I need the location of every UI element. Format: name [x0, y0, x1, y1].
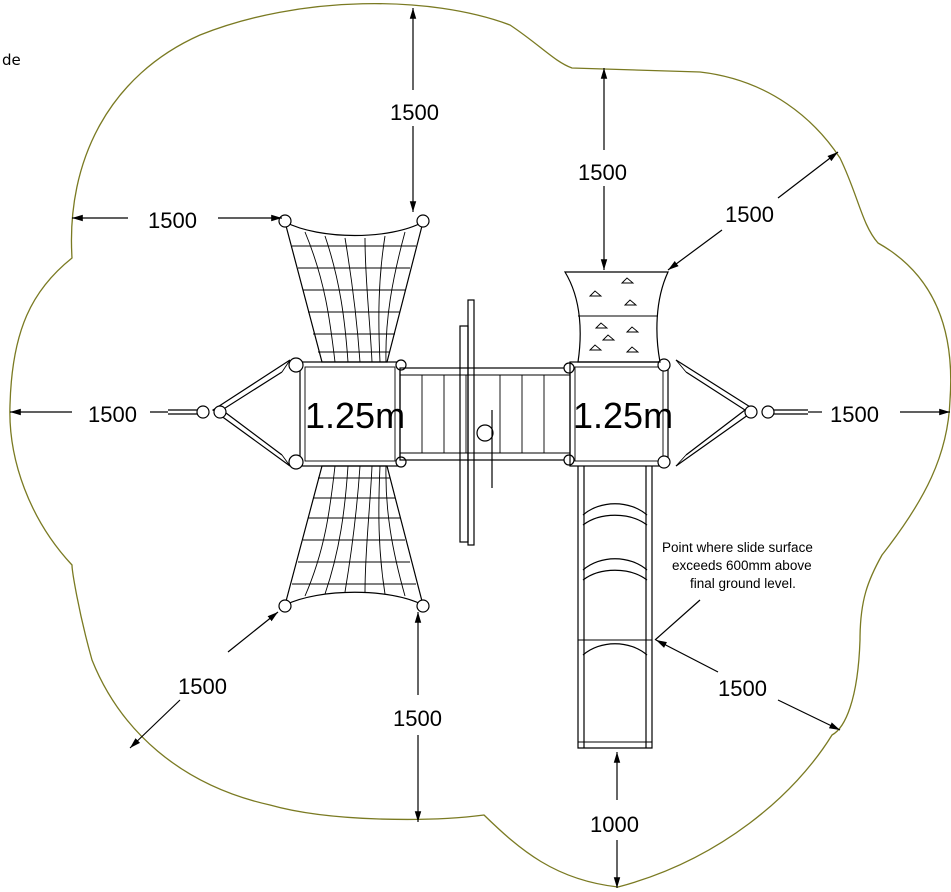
- slide-note-line-1: Point where slide surface: [662, 540, 813, 555]
- dim-left-ramp: 1500: [88, 402, 137, 427]
- right-ramp: [675, 359, 808, 467]
- dim-top-left-net: 1500: [390, 100, 439, 125]
- bottom-left-climbing-net: [278, 465, 430, 613]
- dim-slide-side: 1500: [718, 676, 767, 701]
- dim-bottom-net: 1500: [393, 706, 442, 731]
- dim-top-climbing-wall: 1500: [578, 160, 627, 185]
- slide-note-line-2: exceeds 600mm above: [672, 558, 812, 573]
- dimension-lines: [9, 7, 950, 888]
- top-left-climbing-net: [278, 214, 430, 363]
- climbing-wall: [563, 271, 669, 363]
- dim-right-ramp: 1500: [830, 402, 879, 427]
- left-platform-height: 1.25m: [305, 395, 405, 436]
- clipped-label: de: [2, 51, 21, 69]
- bridge: [399, 299, 575, 546]
- left-platform: 1.25m: [288, 357, 407, 470]
- slide-note: Point where slide surface exceeds 600mm …: [662, 540, 813, 591]
- slide-note-line-3: final ground level.: [690, 576, 796, 591]
- right-platform-height: 1.25m: [573, 395, 673, 436]
- dim-top-right-diagonal: 1500: [725, 202, 774, 227]
- left-ramp: [168, 359, 291, 467]
- dim-bottom-left-diagonal: 1500: [178, 674, 227, 699]
- dim-left-net-side: 1500: [148, 208, 197, 233]
- slide: [577, 466, 653, 749]
- safety-zone-outline: [9, 3, 951, 888]
- right-platform: 1.25m: [569, 358, 673, 469]
- dim-slide-exit: 1000: [590, 812, 639, 837]
